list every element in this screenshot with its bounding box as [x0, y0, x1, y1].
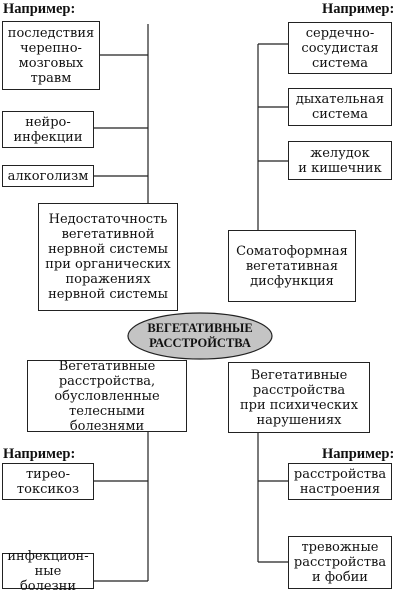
example-box-infectious-diseases: инфекцион- ные болезни	[2, 549, 94, 594]
example-box-thyrotoxicosis: тирео- токсикоз	[2, 463, 94, 500]
example-box-alcoholism: алкоголизм	[2, 165, 94, 187]
category-autonomic-insufficiency: Недостаточность вегетативной нервной сис…	[38, 203, 178, 311]
category-somatic-disease-disorders: Вегетативные расстройства, обусловленные…	[27, 359, 187, 434]
header-top-right: Например:	[322, 1, 395, 17]
header-bottom-left: Например:	[3, 446, 76, 462]
example-box-tbi: последствия черепно- мозговых травм	[2, 21, 100, 90]
example-box-cardiovascular: сердечно- сосудистая система	[288, 22, 392, 74]
example-box-mood-disorders: расстройства настроения	[288, 463, 392, 500]
category-somatoform-dysfunction: Соматоформная вегетативная дисфункция	[228, 230, 356, 302]
center-title: ВЕГЕТАТИВНЫЕ РАССТРОЙСТВА	[147, 321, 253, 350]
example-box-anxiety-phobias: тревожные расстройства и фобии	[288, 536, 392, 589]
category-psychiatric-disorders: Вегетативные расстройства при психически…	[228, 362, 370, 433]
center-ellipse	[127, 312, 273, 360]
header-top-left: Например:	[3, 1, 76, 17]
example-box-gastro: желудок и кишечник	[288, 141, 392, 180]
example-box-neuroinfections: нейро- инфекции	[2, 111, 94, 148]
header-bottom-right: Например:	[322, 446, 395, 462]
example-box-respiratory: дыхательная система	[288, 88, 392, 126]
